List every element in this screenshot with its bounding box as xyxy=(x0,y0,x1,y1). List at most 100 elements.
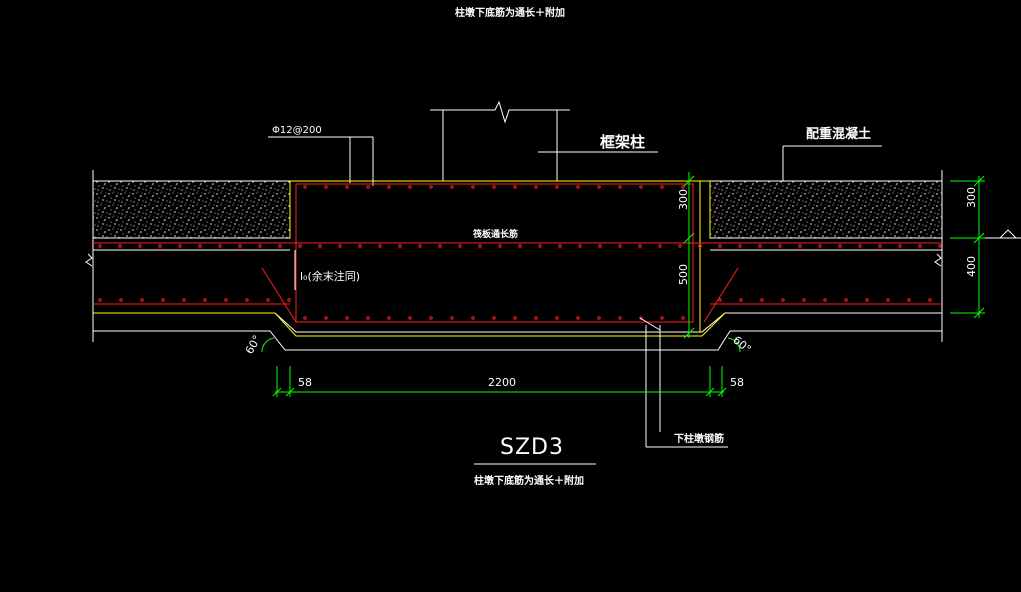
rebar-dot xyxy=(878,244,882,248)
rebar-dot xyxy=(258,244,262,248)
rebar-dot xyxy=(576,185,580,189)
rebar-dot xyxy=(886,298,890,302)
rebar-dot xyxy=(660,316,664,320)
rebar-dot xyxy=(513,185,517,189)
rebar-dot xyxy=(618,316,622,320)
rebar-spec-leader xyxy=(268,136,374,186)
rebar-dot xyxy=(418,244,422,248)
raft-rebar-label: 筏板通长筋 xyxy=(472,228,518,240)
angle-right-label: 60° xyxy=(730,333,753,355)
rebar-dot xyxy=(119,298,123,302)
rebar-dot xyxy=(140,298,144,302)
rebar-dot xyxy=(198,244,202,248)
dim-left-offset: 58 xyxy=(298,376,312,389)
rebar-dot xyxy=(928,298,932,302)
anchorage-label: l₀(余末注同) xyxy=(300,269,360,283)
top-note: 柱墩下底筋为通长＋附加 xyxy=(455,6,565,19)
rebar-dot xyxy=(429,316,433,320)
rebar-dot xyxy=(597,185,601,189)
rebar-dot xyxy=(303,185,307,189)
rebar-dot xyxy=(578,244,582,248)
rebar-dot xyxy=(555,185,559,189)
rebar-dot xyxy=(492,185,496,189)
rebar-dot xyxy=(178,244,182,248)
rebar-dot xyxy=(366,185,370,189)
rebar-dot xyxy=(681,316,685,320)
rebar-dot xyxy=(638,244,642,248)
rebar-dot xyxy=(266,298,270,302)
rebar-dot xyxy=(245,298,249,302)
rebar-dot xyxy=(492,316,496,320)
counterweight-label: 配重混凝土 xyxy=(806,126,871,142)
rebar-dot xyxy=(658,244,662,248)
rebar-dot xyxy=(429,185,433,189)
horizontal-dimension xyxy=(272,366,727,397)
dim-lower-depth: 500 xyxy=(677,264,690,285)
elevation-marker xyxy=(985,229,1021,239)
lower-rebar-label: 下柱墩钢筋 xyxy=(674,432,724,445)
rebar-dot xyxy=(865,298,869,302)
rebar-dot xyxy=(458,244,462,248)
rebar-dot xyxy=(158,244,162,248)
rebar-dot xyxy=(98,244,102,248)
rebar-dot xyxy=(450,185,454,189)
rebar-dot xyxy=(618,244,622,248)
rebar-dot xyxy=(844,298,848,302)
break-mark-right xyxy=(934,253,942,267)
rebar-dot xyxy=(138,244,142,248)
rebar-dot xyxy=(118,244,122,248)
rebar-dot xyxy=(681,185,685,189)
rebar-dot xyxy=(918,244,922,248)
rebar-dot xyxy=(203,298,207,302)
rebar-dot xyxy=(823,298,827,302)
rebar-dot xyxy=(450,316,454,320)
rebar-dot xyxy=(738,244,742,248)
rebar-dot xyxy=(387,185,391,189)
column-label: 框架柱 xyxy=(600,133,645,151)
rebar-dot xyxy=(698,244,702,248)
rebar-dot xyxy=(98,298,102,302)
rebar-dot xyxy=(534,316,538,320)
rebar-dot xyxy=(345,185,349,189)
break-mark-left xyxy=(85,253,93,267)
dim-right-offset: 58 xyxy=(730,376,744,389)
rebar-dot xyxy=(618,185,622,189)
rebar-dot xyxy=(161,298,165,302)
rebar-dot xyxy=(318,244,322,248)
rebar-dot xyxy=(513,316,517,320)
rebar-dot xyxy=(858,244,862,248)
rebar-dot xyxy=(898,244,902,248)
rebar-dot xyxy=(598,244,602,248)
dim-right-upper: 300 xyxy=(965,187,978,208)
counterweight-block-left xyxy=(92,180,291,239)
angle-left-label: 60° xyxy=(243,333,264,356)
rebar-dot xyxy=(398,244,402,248)
rebar-dot xyxy=(534,185,538,189)
rebar-dot xyxy=(378,244,382,248)
dim-upper-depth: 300 xyxy=(677,189,690,210)
angle-marks xyxy=(261,337,741,353)
rebar-dot xyxy=(660,185,664,189)
pier-yellow-outline xyxy=(93,180,726,337)
rebar-dot xyxy=(718,298,722,302)
frame-column xyxy=(430,100,570,181)
rebar-dot xyxy=(338,244,342,248)
lower-rebar-leader xyxy=(639,317,728,448)
rebar-dot xyxy=(798,244,802,248)
rebar-dot xyxy=(558,244,562,248)
rebar-dot xyxy=(498,244,502,248)
rebar-dot xyxy=(387,316,391,320)
raft-rebar xyxy=(93,183,942,323)
rebar-dot xyxy=(182,298,186,302)
right-vertical-dimension xyxy=(950,175,985,319)
rebar-dot xyxy=(358,244,362,248)
rebar-dot xyxy=(639,316,643,320)
rebar-dot xyxy=(324,316,328,320)
rebar-dot xyxy=(471,316,475,320)
rebar-dot xyxy=(224,298,228,302)
rebar-dot xyxy=(408,185,412,189)
rebar-dot xyxy=(938,244,942,248)
rebar-dot xyxy=(758,244,762,248)
